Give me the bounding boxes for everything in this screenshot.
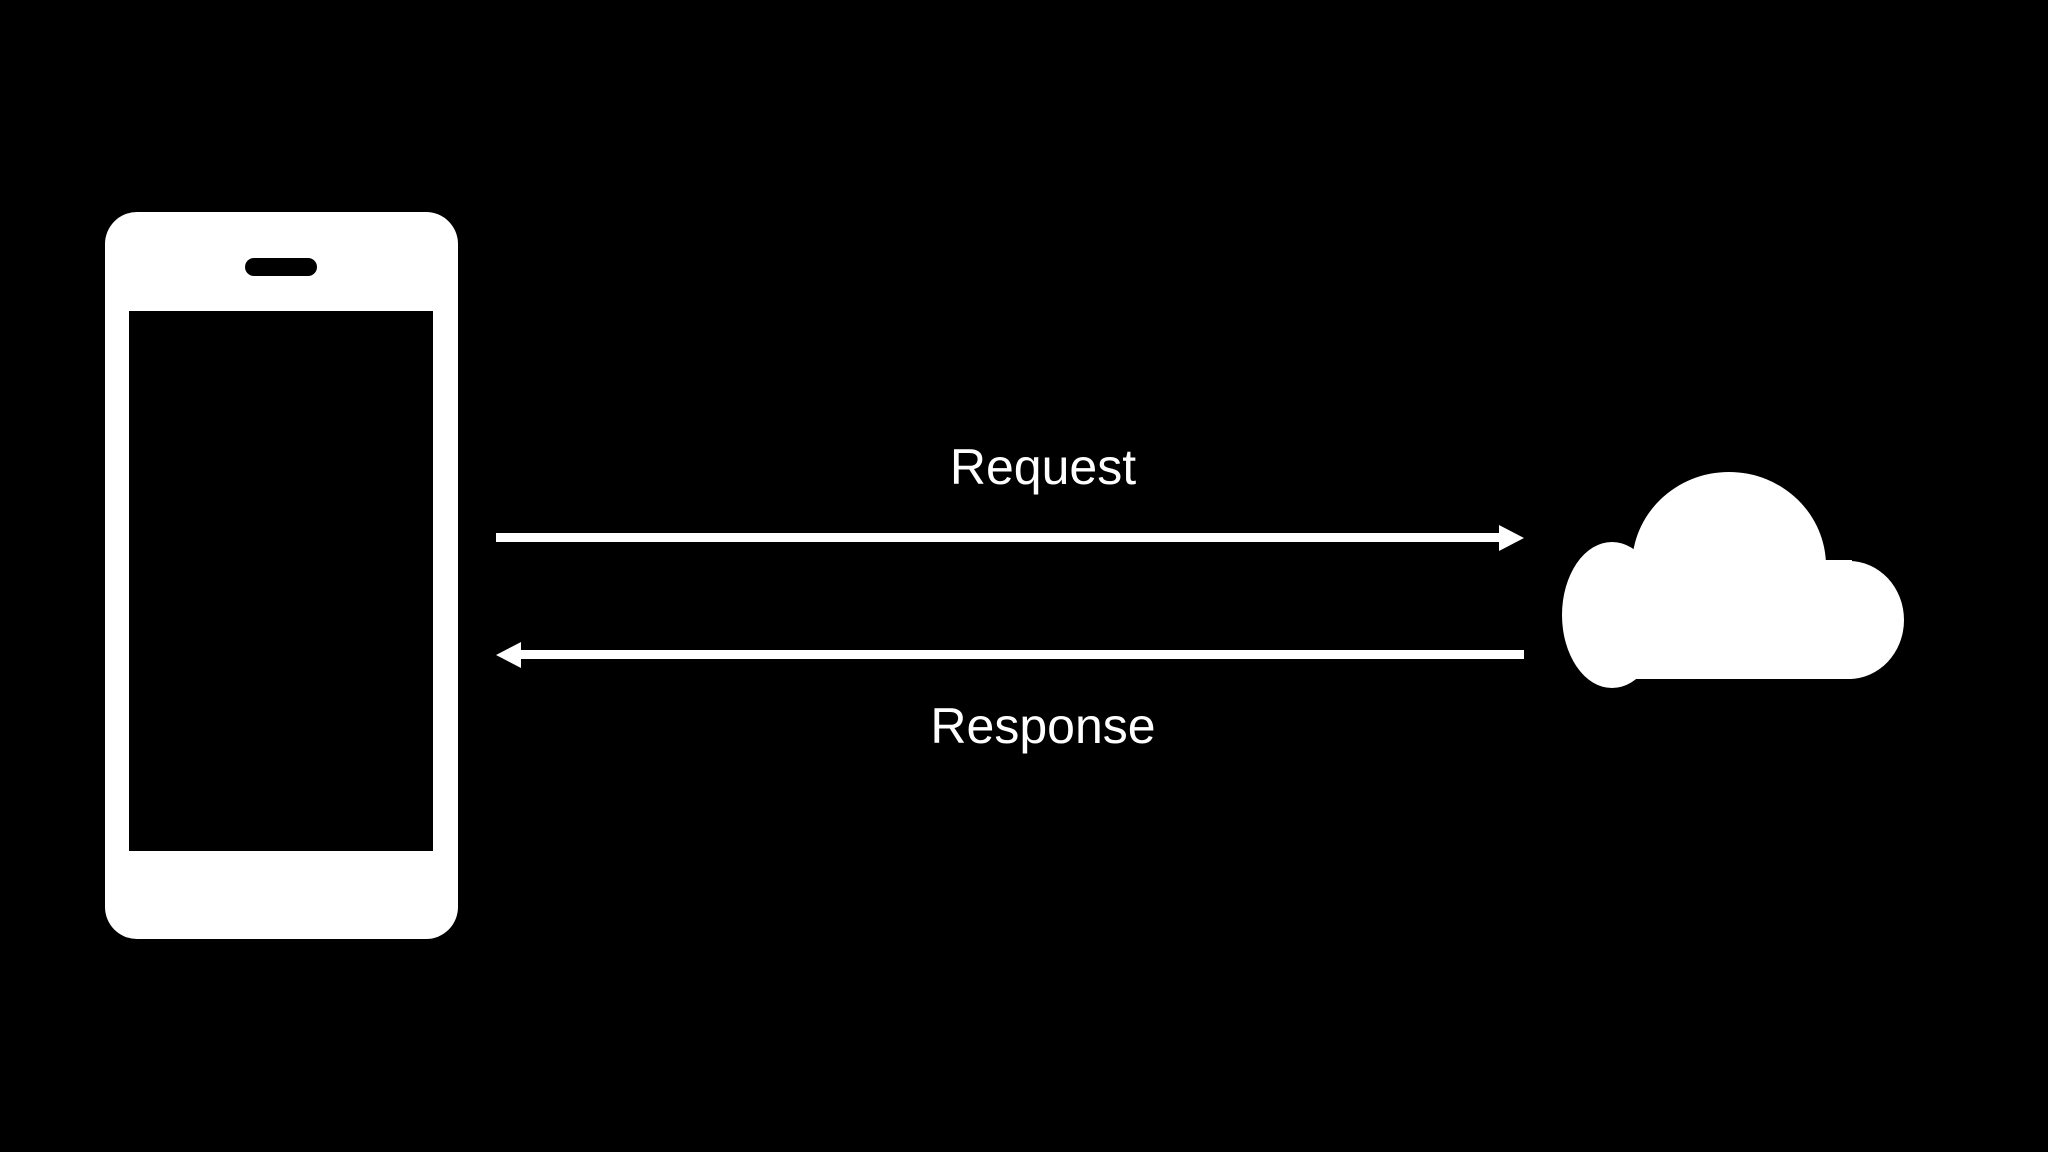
request-label: Request xyxy=(949,439,1137,495)
phone-screen xyxy=(129,311,433,851)
request-arrow-shaft xyxy=(496,533,1500,542)
cloud-icon xyxy=(1562,472,1904,688)
request-arrow-head xyxy=(1499,525,1524,551)
cloud-base xyxy=(1612,560,1852,679)
response-arrow xyxy=(496,642,1524,668)
response-arrow-head xyxy=(496,642,521,668)
request-arrow xyxy=(496,525,1524,551)
smartphone-icon xyxy=(105,212,458,939)
phone-speaker xyxy=(245,258,317,276)
response-arrow-shaft xyxy=(520,650,1524,659)
response-label: Response xyxy=(930,698,1156,754)
